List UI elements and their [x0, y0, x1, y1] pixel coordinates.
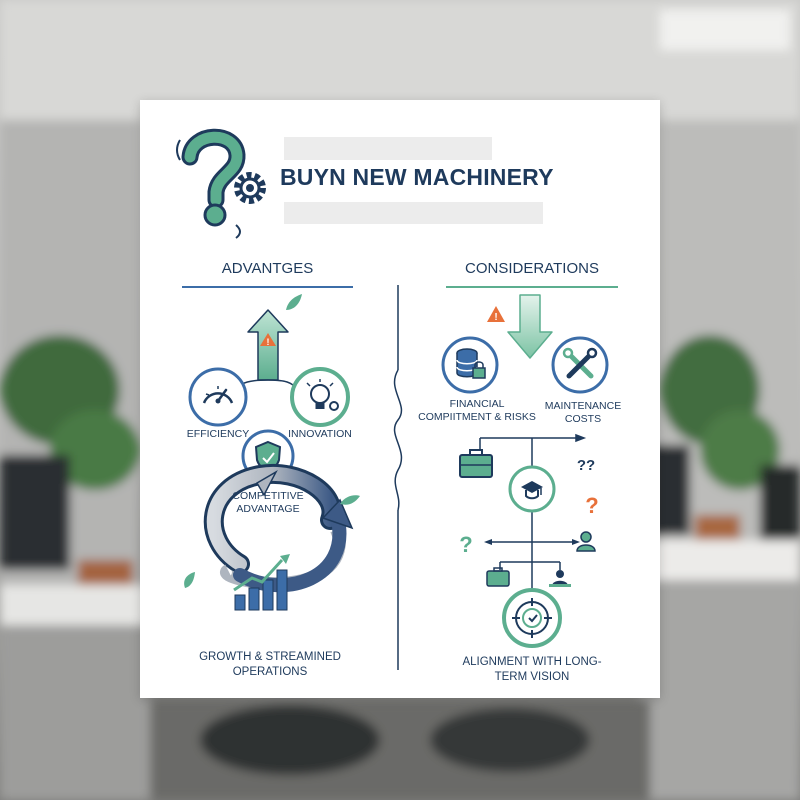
title-placeholder-top — [284, 137, 492, 160]
question-marks-pair: ?? — [577, 457, 595, 474]
alignment-label: ALIGNMENT WITH LONG-TERM VISION — [462, 656, 602, 683]
database-lock-icon — [441, 336, 499, 394]
warning-icon: ! — [487, 306, 505, 323]
efficiency-label: EFFICIENCY — [186, 428, 250, 440]
poster-graphics: ! — [176, 128, 618, 670]
green-question-mark: ? — [459, 532, 472, 557]
competitive-advantage-label: COMPETITIVE ADVANTAGE — [232, 490, 304, 515]
question-gear-icon — [176, 128, 266, 239]
central-divider — [393, 285, 403, 670]
gauge-icon — [188, 367, 248, 427]
growth-chart-icon — [184, 463, 360, 611]
orange-question-mark: ? — [585, 493, 598, 518]
poster-title: BUYN NEW MACHINERY — [280, 164, 554, 190]
person-small-icon — [549, 570, 571, 587]
advantages-heading: ADVANTGES — [221, 260, 314, 277]
graduation-cap-icon — [508, 465, 556, 513]
financial-label: FINANCIAL COMPIITMENT & RISKS — [418, 398, 536, 423]
person-icon — [576, 531, 596, 552]
up-arrow-icon: ! — [234, 294, 302, 391]
tools-icon — [551, 336, 609, 394]
svg-text:!: ! — [494, 312, 497, 323]
title-placeholder-bottom — [284, 202, 543, 224]
down-arrow-icon — [507, 294, 553, 359]
maintenance-label: MAINTENANCE COSTS — [544, 400, 622, 425]
innovation-label: INNOVATION — [288, 428, 352, 440]
briefcase-icon — [459, 449, 493, 478]
growth-label: GROWTH & STREAMINED OPERATIONS — [199, 651, 341, 678]
poster-card: ! — [140, 100, 660, 698]
svg-text:!: ! — [267, 337, 270, 347]
briefcase-small-icon — [486, 567, 510, 587]
flowchart-connectors — [479, 433, 587, 588]
lightbulb-icon — [290, 367, 350, 427]
considerations-heading: CONSIDERATIONS — [465, 260, 599, 277]
target-icon — [502, 588, 562, 648]
